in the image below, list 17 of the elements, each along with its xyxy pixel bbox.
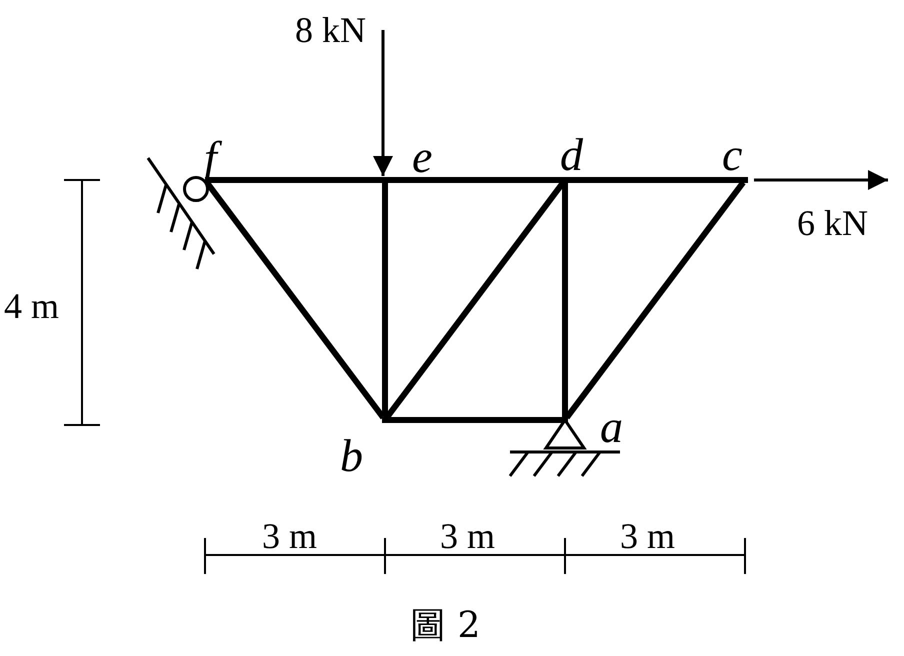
truss-member bbox=[568, 177, 742, 183]
dimension-label: 3 m bbox=[620, 518, 676, 554]
joint-label: c bbox=[722, 132, 742, 178]
dimension-label: 3 m bbox=[440, 518, 496, 554]
truss-member bbox=[388, 417, 562, 423]
caption: 圖 2 bbox=[410, 608, 480, 644]
truss-member bbox=[562, 183, 568, 417]
joint-label: d bbox=[560, 132, 583, 178]
truss-member bbox=[382, 183, 388, 417]
joint-label: b bbox=[340, 433, 363, 479]
dimension-label: 4 m bbox=[4, 288, 60, 324]
load-label: 6 kN bbox=[797, 205, 868, 241]
joint-label: a bbox=[600, 404, 623, 450]
truss-member bbox=[388, 177, 562, 183]
joint-label: e bbox=[412, 134, 432, 180]
load-label: 8 kN bbox=[295, 12, 366, 48]
dimension-label: 3 m bbox=[262, 518, 318, 554]
